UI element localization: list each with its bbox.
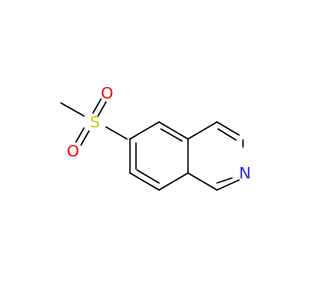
- bond-sulfur-oxygen-bottom-b: [80, 130, 90, 146]
- molecule-diagram: S O O N: [60, 84, 251, 191]
- bond-n2-c1-inner: [216, 177, 233, 184]
- bond-c1-c8a: [187, 172, 218, 191]
- bond-c4-c3: [216, 121, 240, 136]
- bond-c8-c7-inner: [136, 169, 160, 184]
- bond-c8-c7: [129, 172, 160, 191]
- bond-n2-c1: [216, 179, 240, 191]
- bond-sulfur-ring: [105, 126, 128, 140]
- atom-oxygen-bottom-label: O: [67, 142, 80, 161]
- bond-c8a-c8: [158, 172, 189, 191]
- atom-sulfur-label: S: [90, 113, 100, 132]
- atom-nitrogen-label: N: [239, 164, 251, 183]
- bond-sulfur-oxygen-top-b: [97, 101, 107, 117]
- bond-c4a-c4: [187, 121, 218, 140]
- bond-c6-c5: [129, 121, 160, 140]
- bond-c4-c3-inner: [217, 128, 237, 141]
- bond-c5-c4a: [158, 121, 189, 140]
- atom-oxygen-top-label: O: [101, 84, 114, 103]
- bond-sulfur-oxygen-bottom-a: [75, 127, 85, 143]
- bond-c5-c4a-inner: [160, 128, 183, 142]
- bond-methyl-sulfur: [60, 102, 85, 117]
- bond-sulfur-oxygen-top-a: [92, 98, 102, 114]
